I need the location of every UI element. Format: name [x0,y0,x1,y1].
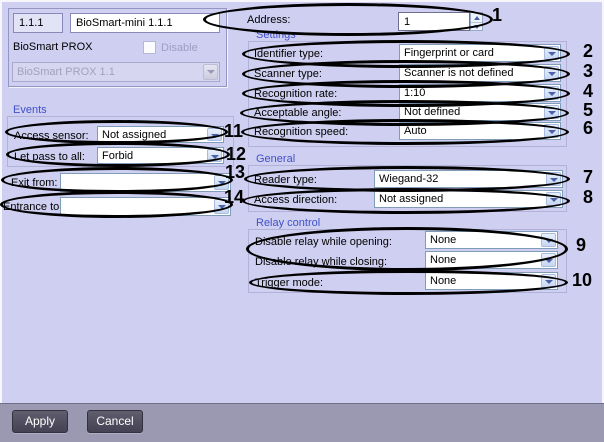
chevron-down-icon[interactable] [214,199,229,214]
device-name-field[interactable]: BioSmart-mini 1.1.1 [70,13,220,33]
callout-number-10: 10 [572,270,593,290]
chevron-down-icon[interactable] [544,105,559,119]
recognition-rate-combo[interactable]: 1:10 [399,84,561,102]
access-direction-value: Not assigned [379,193,444,205]
callout-number-7: 7 [583,167,594,187]
entrance-to-label: Entrance to: [3,201,63,213]
disable-checkbox-label: Disable [161,42,198,54]
exit-from-combo[interactable] [60,173,231,192]
relay-opening-combo[interactable]: None [425,231,558,249]
relay-closing-combo[interactable]: None [425,251,558,269]
callout-number-1: 1 [492,5,503,25]
trigger-mode-label: Trigger mode: [255,277,324,289]
spinner-down-icon[interactable] [471,21,482,32]
disable-checkbox [143,41,156,54]
chevron-down-icon[interactable] [541,253,556,267]
reader-type-combo[interactable]: Wiegand-32 [374,170,563,188]
trigger-mode-combo[interactable]: None [425,272,558,290]
callout-number-3: 3 [583,61,594,81]
parent-device-combo: BioSmart PROX 1.1 [12,62,220,82]
spinner-up-icon[interactable] [471,13,482,22]
chevron-down-icon [203,64,218,80]
callout-number-4: 4 [583,81,594,101]
callout-number-5: 5 [583,100,594,120]
chevron-down-icon[interactable] [207,128,222,141]
chevron-down-icon[interactable] [214,175,229,190]
chevron-down-icon[interactable] [544,46,559,60]
callout-number-8: 8 [583,187,594,207]
identifier-type-value: Fingerprint or card [404,47,494,59]
acceptable-angle-combo[interactable]: Not defined [399,103,561,121]
relay-closing-label: Disable relay while closing: [255,256,388,268]
identifier-type-label: Identifier type: [254,48,324,60]
device-id-field[interactable]: 1.1.1 [13,13,63,33]
address-spinner[interactable] [470,12,483,31]
scanner-type-value: Scanner is not defined [404,67,514,79]
apply-button[interactable]: Apply [12,410,68,433]
callout-number-2: 2 [583,41,594,61]
callout-number-12: 12 [226,144,247,164]
chevron-down-icon[interactable] [544,66,559,80]
relay-closing-value: None [430,254,457,266]
callout-number-6: 6 [583,118,594,138]
general-group-title: General [256,153,296,165]
chevron-down-icon[interactable] [546,172,561,186]
chevron-down-icon[interactable] [546,192,561,206]
relay-opening-label: Disable relay while opening: [255,236,392,248]
let-pass-combo[interactable]: Forbid [97,147,224,164]
chevron-down-icon[interactable] [541,274,556,288]
address-input[interactable]: 1 [398,12,470,31]
trigger-mode-value: None [430,275,457,287]
access-sensor-label: Access sensor: [14,130,89,142]
recognition-rate-label: Recognition rate: [254,88,338,100]
access-sensor-value: Not assigned [102,129,167,141]
chevron-down-icon[interactable] [544,124,559,138]
exit-from-label: Exit from: [11,177,58,189]
access-direction-combo[interactable]: Not assigned [374,190,563,208]
callout-number-13: 13 [225,162,246,182]
right-edge [602,0,604,403]
entrance-to-combo[interactable] [60,197,231,216]
settings-group-title: Settings [256,29,296,41]
chevron-down-icon[interactable] [544,86,559,100]
recognition-speed-label: Recognition speed: [254,126,349,138]
callout-number-11: 11 [224,121,244,141]
recognition-speed-combo[interactable]: Auto [399,122,561,140]
relay-opening-value: None [430,234,457,246]
let-pass-label: Let pass to all: [14,151,85,163]
acceptable-angle-value: Not defined [404,106,461,118]
callout-number-14: 14 [224,187,245,207]
reader-type-label: Reader type: [254,174,317,186]
callout-number-9: 9 [576,235,587,255]
device-panel [8,8,227,87]
scanner-type-label: Scanner type: [254,68,322,80]
parent-device-value: BioSmart PROX 1.1 [17,66,115,78]
chevron-down-icon[interactable] [541,233,556,247]
acceptable-angle-label: Acceptable angle: [254,107,342,119]
address-label: Address: [247,14,291,26]
top-edge [0,0,604,2]
left-edge [0,0,2,403]
scanner-type-combo[interactable]: Scanner is not defined [399,64,561,82]
relay-group-title: Relay control [256,217,321,229]
recognition-speed-value: Auto [404,125,427,137]
device-type-label: BioSmart PROX [13,41,93,53]
cancel-button[interactable]: Cancel [87,410,143,433]
recognition-rate-value: 1:10 [404,87,426,99]
access-direction-label: Access direction: [254,194,338,206]
identifier-type-combo[interactable]: Fingerprint or card [399,44,561,62]
reader-type-value: Wiegand-32 [379,173,439,185]
chevron-down-icon[interactable] [207,149,222,162]
let-pass-value: Forbid [102,150,134,162]
events-group-title: Events [13,104,47,116]
access-sensor-combo[interactable]: Not assigned [97,126,224,143]
